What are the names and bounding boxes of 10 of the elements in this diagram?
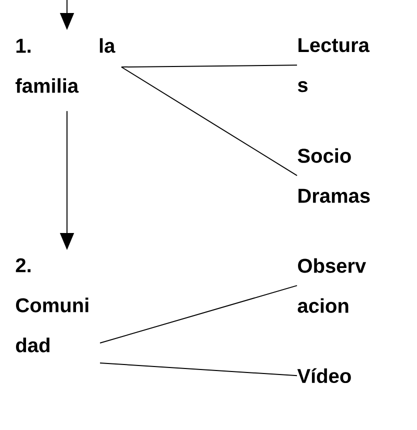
label-text: 1. la familia — [16, 38, 116, 93]
label-text: 2. Comuni dad — [16, 258, 88, 352]
connector-line — [120, 66, 298, 176]
label-text: Lectura s — [298, 38, 370, 92]
connector-line — [100, 362, 298, 376]
connector-line — [100, 285, 298, 344]
label-text: Observ acion — [298, 258, 366, 313]
label-text: Socio Dramas — [298, 148, 370, 203]
connector-line — [120, 64, 298, 68]
label-text: Vídeo — [297, 368, 351, 384]
